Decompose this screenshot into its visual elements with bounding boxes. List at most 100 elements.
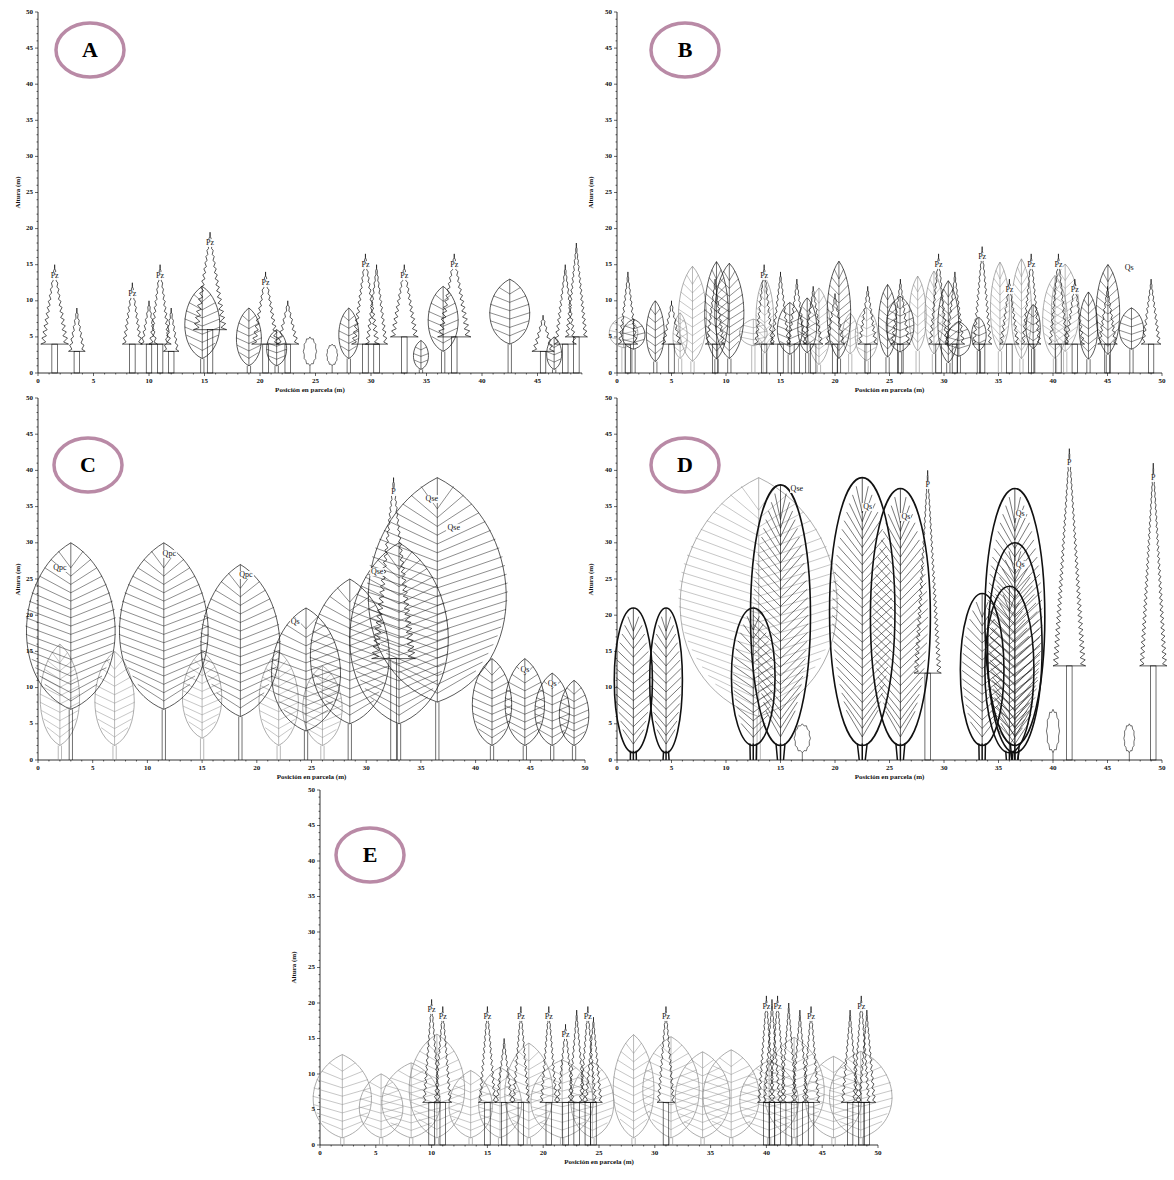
panel-letter: D	[677, 454, 693, 476]
tree-trunk	[859, 1138, 862, 1145]
tree-trunk	[865, 361, 868, 373]
tree-trunk	[363, 344, 369, 373]
y-tick-label: 50	[605, 395, 612, 402]
x-tick-label: 35	[995, 765, 1002, 772]
leaf-veins	[119, 551, 210, 701]
y-tick-label: 10	[308, 1071, 315, 1078]
leaf-veins	[947, 329, 971, 348]
leaf-veins	[678, 275, 707, 353]
leaf-midrib	[753, 319, 754, 346]
x-tick-label: 30	[941, 765, 948, 772]
x-tick-label: 10	[723, 765, 730, 772]
conifer-crown	[763, 999, 781, 1102]
conifer-crown	[1140, 463, 1167, 666]
tree-trunk	[162, 709, 165, 760]
tree-trunk	[794, 344, 799, 373]
circle-outline-shape	[54, 438, 122, 492]
species-code: Pz	[761, 1003, 771, 1011]
tree-trunk	[625, 344, 630, 373]
tree-trunk	[1053, 358, 1056, 373]
y-tick-label: 40	[605, 81, 612, 88]
conifer-crown	[277, 301, 299, 344]
y-tick-label: 45	[605, 45, 612, 52]
panel-axes	[614, 398, 1162, 763]
tree-trunk	[1053, 753, 1054, 760]
tree-trunk	[397, 724, 400, 760]
tree-trunk	[263, 344, 269, 373]
tree-trunk	[348, 724, 351, 760]
conifer-crown	[929, 254, 949, 344]
panel-axes	[614, 12, 1162, 376]
leaf-midrib	[917, 276, 918, 351]
tree-trunk	[451, 337, 457, 373]
leaf-veins	[646, 309, 664, 354]
leaf-veins	[535, 681, 570, 737]
tree-trunk	[750, 744, 757, 760]
conifer-crown	[41, 265, 69, 344]
tree-trunk	[654, 362, 657, 373]
tree-trunk	[200, 738, 203, 760]
y-tick-label: 40	[308, 858, 315, 865]
leaf-midrib	[633, 319, 634, 349]
leaf-midrib	[1131, 308, 1132, 349]
tree-trunk	[1072, 344, 1077, 373]
y-tick-label: 10	[605, 297, 612, 304]
panel-letter: C	[80, 454, 96, 476]
y-tick-label: 25	[308, 964, 315, 971]
axis-ticks	[35, 398, 585, 763]
tree-trunk	[591, 1138, 594, 1145]
leaf-midrib	[554, 337, 555, 369]
leaf-veins	[200, 573, 281, 708]
tree-trunk	[285, 344, 291, 373]
x-tick-label: 45	[819, 1150, 826, 1157]
tree-trunk	[810, 344, 815, 373]
leaf-midrib	[1088, 292, 1089, 359]
broadleaf-crown	[201, 565, 280, 717]
leaf-veins	[428, 295, 459, 343]
y-tick-label: 30	[26, 539, 33, 546]
y-tick-label: 15	[26, 648, 33, 655]
panel-axes	[317, 790, 878, 1148]
x-tick-label: 0	[36, 765, 40, 772]
tree-trunk	[341, 1138, 344, 1145]
tree-trunk	[979, 344, 984, 373]
tree-trunk	[797, 1102, 803, 1145]
broadleaf-crown	[646, 301, 664, 362]
x-tick-label: 35	[707, 1150, 714, 1157]
x-tick-label: 10	[428, 1150, 435, 1157]
tree-trunk	[669, 344, 674, 373]
x-tick-label: 30	[363, 765, 370, 772]
tree-trunk	[630, 751, 636, 760]
stand-panel	[313, 790, 893, 1148]
tree-trunk	[1106, 354, 1109, 373]
conifer-crown	[122, 283, 142, 344]
broadleaf-crown	[535, 673, 569, 745]
leaf-veins	[95, 660, 135, 737]
axis-line	[617, 12, 1162, 373]
leaf-midrib	[1033, 305, 1034, 349]
tree-trunk	[52, 344, 58, 373]
tree-trunk	[585, 1102, 591, 1145]
tree-trunk	[936, 344, 941, 373]
y-tick-label: 10	[26, 297, 33, 304]
leaf-veins	[367, 486, 508, 693]
tree-trunk	[1032, 349, 1035, 373]
x-tick-label: 5	[92, 378, 96, 385]
tree-trunk	[275, 366, 278, 373]
broadleaf-crown	[490, 279, 530, 344]
tree-trunk	[898, 352, 901, 373]
shrub-crown	[1046, 709, 1059, 752]
broadleaf-crown	[798, 298, 817, 353]
x-axis-title: Posición en parcela (m)	[855, 387, 925, 394]
leaf-veins	[185, 294, 220, 350]
tree-trunk	[58, 746, 61, 760]
conifer-crown	[972, 247, 992, 344]
leaf-veins	[972, 325, 987, 343]
species-code: Pz	[806, 1013, 816, 1021]
species-code: Pz	[399, 272, 409, 280]
y-tick-label: 25	[605, 576, 612, 583]
tree-trunk	[1087, 359, 1090, 373]
y-tick-label: 50	[308, 787, 315, 794]
y-tick-label: 35	[308, 893, 315, 900]
